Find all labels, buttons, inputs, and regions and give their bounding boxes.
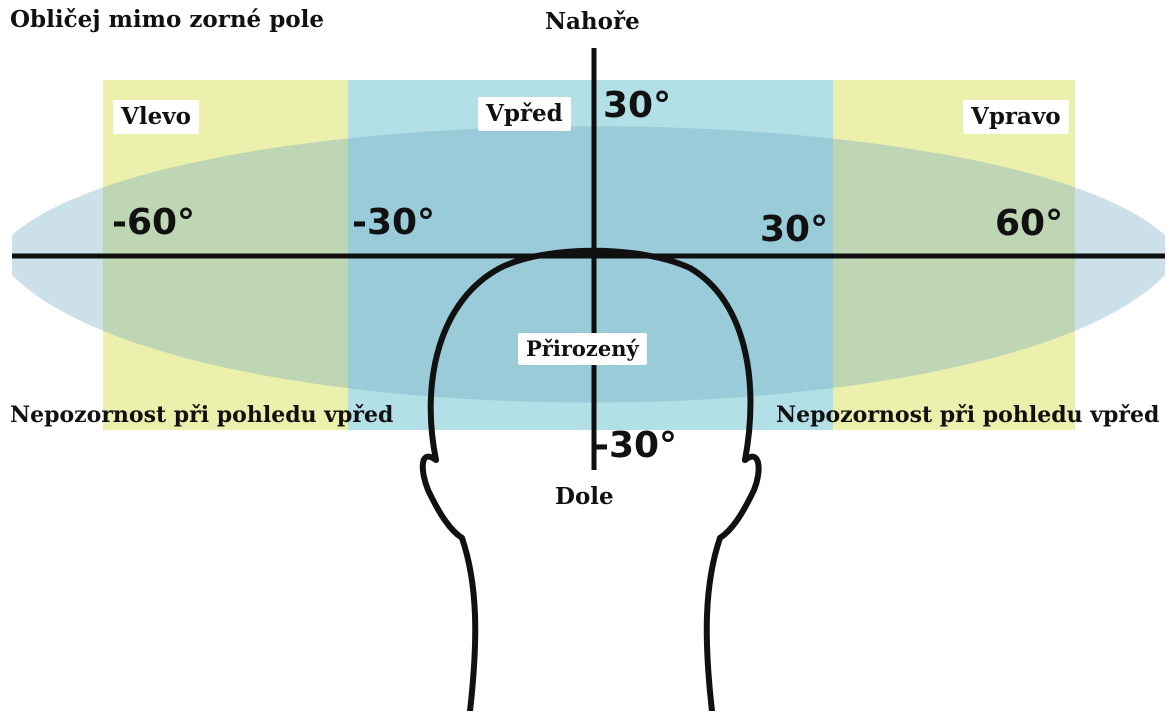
vertical-bottom-angle: -30° — [594, 428, 677, 464]
angle-minus-60: -60° — [112, 205, 195, 241]
front-zone-label: Vpřed — [478, 97, 571, 131]
left-ear — [423, 457, 462, 538]
diagram-title: Obličej mimo zorné pole — [10, 8, 324, 31]
vertical-top-angle: 30° — [603, 88, 671, 124]
inattention-left-note: Nepozornost při pohledu vpřed — [10, 404, 393, 426]
down-label: Dole — [555, 485, 614, 508]
neck-right — [707, 538, 720, 711]
right-zone-label: Vpravo — [963, 100, 1069, 134]
up-label: Nahoře — [545, 10, 640, 33]
natural-label: Přirozený — [518, 333, 647, 365]
left-zone-label: Vlevo — [113, 100, 199, 134]
neck-left — [462, 538, 475, 711]
angle-plus-30: 30° — [760, 212, 828, 248]
angle-minus-30: -30° — [352, 205, 435, 241]
angle-plus-60: 60° — [995, 206, 1063, 242]
right-ear — [720, 457, 759, 538]
inattention-right-note: Nepozornost při pohledu vpřed — [776, 404, 1159, 426]
